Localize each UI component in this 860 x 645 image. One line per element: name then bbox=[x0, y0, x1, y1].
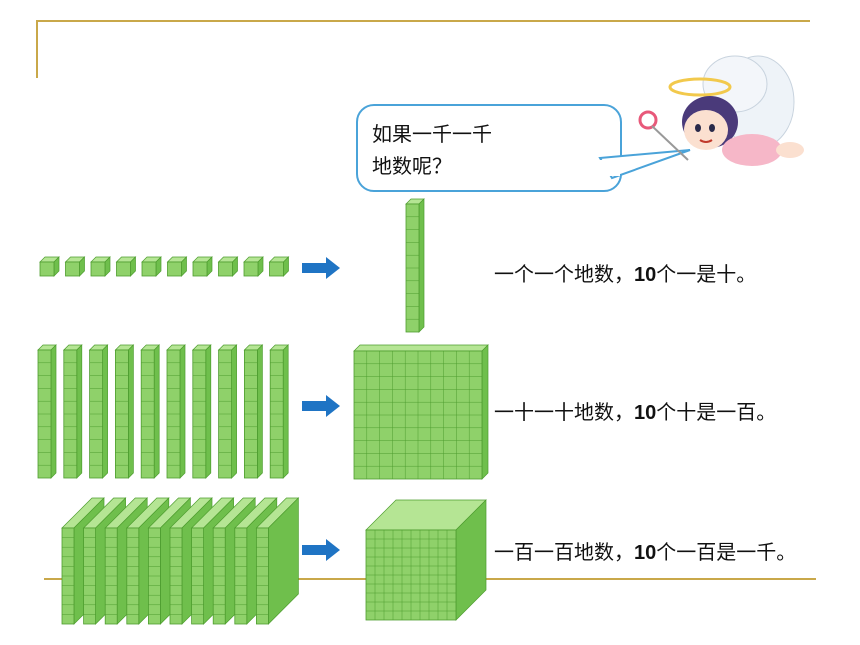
row2-sentence: 一十一十地数，10个十是一百。 bbox=[494, 396, 776, 425]
hundred-flat bbox=[353, 344, 489, 480]
arrows bbox=[302, 257, 340, 561]
unit-cube bbox=[192, 256, 213, 277]
ten-rod bbox=[217, 344, 238, 479]
hundred-flat bbox=[255, 497, 300, 625]
ten-rod bbox=[62, 344, 83, 479]
speech-line-2: 地数呢？ bbox=[372, 154, 452, 178]
row1-suffix: 个一是十。 bbox=[656, 262, 757, 286]
thousand-cube bbox=[365, 499, 487, 621]
fairy-illustration bbox=[638, 55, 804, 166]
unit-cube bbox=[115, 256, 137, 277]
row3-sentence: 一百一百地数，10个一百是一千。 bbox=[494, 536, 796, 565]
row3-suffix: 个一百是一千。 bbox=[656, 540, 797, 564]
unit-cube bbox=[166, 256, 188, 277]
speech-line-1: 如果一千一千 bbox=[372, 122, 492, 146]
row2-arrow-icon bbox=[302, 395, 340, 417]
row1-sentence: 一个一个地数，10个一是十。 bbox=[494, 258, 756, 287]
row2-number: 10 bbox=[634, 402, 657, 424]
speech-bubble: 如果一千一千 地数呢？ bbox=[356, 104, 622, 192]
row1-unit-cubes bbox=[39, 256, 290, 277]
ten-rod bbox=[243, 344, 264, 479]
unit-cube bbox=[141, 256, 162, 277]
row2-suffix: 个十是一百。 bbox=[656, 400, 777, 424]
unit-cube bbox=[243, 256, 264, 277]
row3-number: 10 bbox=[634, 542, 657, 564]
left-rule bbox=[36, 20, 38, 78]
unit-cube bbox=[39, 256, 60, 277]
ten-rod bbox=[88, 344, 109, 479]
ten-rod bbox=[37, 344, 57, 479]
row2-prefix: 一十一十地数， bbox=[494, 400, 634, 424]
row3-hundred-flats bbox=[61, 497, 300, 625]
ten-rod bbox=[166, 344, 186, 479]
ten-rod bbox=[405, 198, 425, 333]
unit-cube bbox=[90, 256, 111, 277]
ten-rod bbox=[191, 344, 212, 479]
top-rule bbox=[36, 20, 810, 22]
row3-prefix: 一百一百地数， bbox=[494, 540, 634, 564]
row2-hundred-flat bbox=[353, 344, 489, 480]
row1-number: 10 bbox=[634, 264, 657, 286]
row1-prefix: 一个一个地数， bbox=[494, 262, 634, 286]
row1-ten-rod bbox=[405, 198, 425, 333]
unit-cube bbox=[64, 256, 86, 277]
unit-cube bbox=[268, 256, 290, 277]
row2-ten-rods bbox=[37, 344, 290, 479]
ten-rod bbox=[114, 344, 135, 479]
row3-thousand-cube bbox=[365, 499, 487, 621]
row3-arrow-icon bbox=[302, 539, 340, 561]
ten-rod bbox=[140, 344, 161, 479]
ten-rod bbox=[269, 344, 290, 479]
unit-cube bbox=[217, 256, 239, 277]
row1-arrow-icon bbox=[302, 257, 340, 279]
